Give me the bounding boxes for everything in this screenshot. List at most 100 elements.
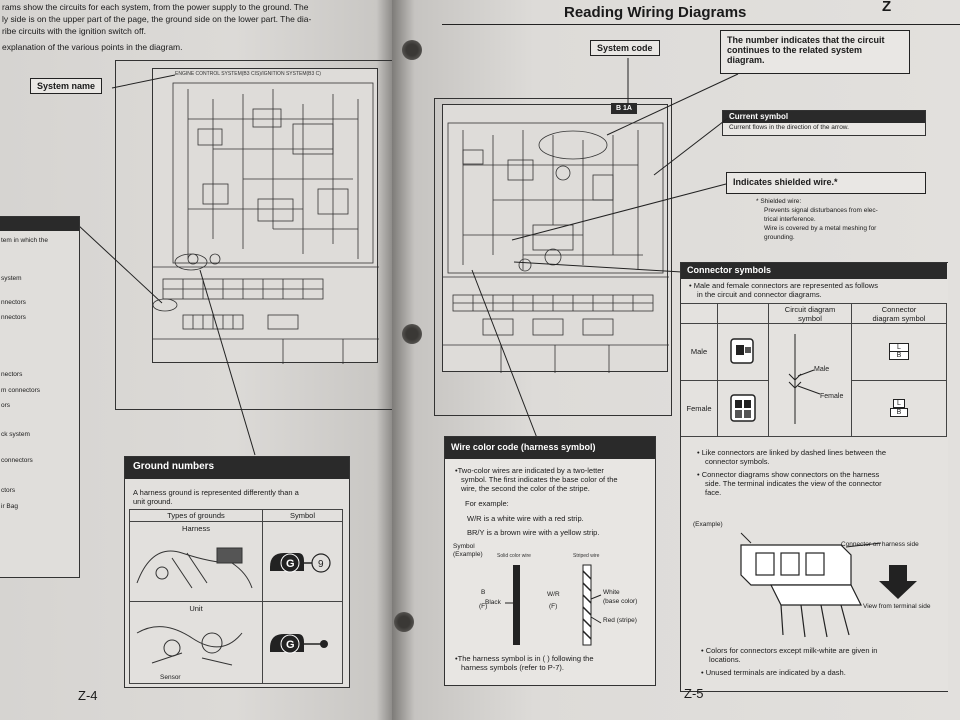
intro-line: explanation of the various points in the…: [2, 42, 183, 52]
example-label: (Example): [693, 521, 723, 528]
side-item: tem in which the: [1, 237, 48, 244]
side-panel-header: [0, 217, 79, 231]
binder-hole: [402, 40, 422, 60]
male-connector-icon: [730, 338, 754, 364]
binder-hole: [402, 324, 422, 344]
col-symbol: Symbol: [262, 509, 343, 522]
connector-bullet: connector symbols.: [705, 457, 770, 466]
col-circuit: Circuit diagram: [784, 304, 836, 314]
shielded-line: grounding.: [764, 234, 795, 241]
ground-number: 9: [318, 559, 324, 570]
system-code-value: B 1A: [611, 103, 637, 114]
col-connector: Connector: [881, 304, 917, 314]
side-item: ors: [1, 402, 11, 409]
wire-color-title: Wire color code (harness symbol): [445, 437, 655, 459]
red-label: Red (stripe): [603, 617, 637, 624]
female-connector-icon: [730, 394, 756, 422]
circuit-connector-symbol: Male Female: [788, 334, 843, 424]
symbol-label: Symbol: [453, 543, 475, 550]
wiring-diagram: ENGINE CONTROL SYSTEM(B3 CIS)/IGNITION S…: [152, 68, 379, 364]
diagram-frame: [434, 98, 672, 416]
connector-table: Circuit diagram symbol Connector diagram…: [681, 303, 947, 437]
side-item: m connectors: [1, 387, 41, 394]
ground-numbers-panel: Ground numbers A harness ground is repre…: [124, 456, 350, 688]
unit-ground-symbol: G: [269, 633, 328, 653]
continue-line: continues to the related system: [727, 45, 863, 55]
right-page: Reading Wiring Diagrams Z System code Th…: [392, 0, 960, 720]
white-label: White: [603, 589, 620, 596]
side-item: ck system: [1, 431, 30, 438]
callout-lines: [77, 74, 256, 456]
footer-bullet: locations.: [709, 655, 741, 664]
connector-bullet: side. The terminal indicates the view of…: [705, 479, 882, 488]
for-example: For example:: [465, 499, 509, 508]
view-terminal-label: View from terminal side: [863, 603, 931, 610]
connector-bullet: face.: [705, 488, 722, 497]
side-item: nectors: [1, 371, 23, 378]
side-item: ir Bag: [1, 503, 18, 510]
connector-diagram-male: L B: [889, 343, 909, 361]
intro-line: rams show the circuits for each system, …: [2, 2, 309, 12]
diagram-title: ENGINE CONTROL SYSTEM(B3 CIS)/IGNITION S…: [175, 71, 321, 77]
current-symbol-title: Current symbol: [723, 111, 925, 123]
harness-ground-symbol: G 9: [269, 552, 331, 573]
connector-bullet: • Connector diagrams show connectors on …: [697, 470, 880, 479]
example-2: BR/Y is a brown wire with a yellow strip…: [467, 528, 600, 537]
example-1: W/R is a white wire with a red strip.: [467, 514, 584, 523]
intro-line: ly side is on the upper part of the page…: [2, 14, 312, 24]
current-symbol-desc: Current flows in the direction of the ar…: [729, 124, 849, 131]
striped-code: W/R: [547, 591, 560, 598]
ground-letter: G: [286, 558, 295, 570]
current-symbol-panel: Current symbol Current flows in the dire…: [722, 110, 926, 136]
solid-code: (F): [479, 603, 488, 610]
diagram-frame: [115, 60, 392, 410]
system-code-label: System code: [590, 40, 660, 56]
continue-line: diagram.: [727, 55, 765, 65]
connector-bullet: • Male and female connectors are represe…: [689, 281, 878, 290]
header-corner: Z: [882, 0, 892, 15]
pin-top: L: [893, 399, 905, 409]
ground-desc: A harness ground is represented differen…: [133, 488, 299, 497]
ground-desc: unit ground.: [133, 497, 173, 506]
system-name-label: System name: [30, 78, 103, 94]
row-harness: Harness: [182, 524, 210, 533]
ground-table: Types of grounds Symbol Harness: [129, 509, 343, 684]
solid-code: B: [481, 589, 486, 596]
wire-line: •Two-color wires are indicated by a two-…: [455, 466, 604, 475]
row-male: Male: [681, 323, 718, 381]
striped-label: Striped wire: [573, 553, 600, 559]
side-item: nnectors: [1, 299, 26, 306]
shielded-line: Wire is covered by a metal meshing for: [764, 225, 877, 232]
col-circuit: symbol: [798, 313, 822, 323]
wire-footer: •The harness symbol is in ( ) following …: [455, 654, 594, 663]
page-header: Reading Wiring Diagrams Z: [442, 0, 960, 25]
striped-code: (F): [549, 603, 558, 610]
shielded-line: Prevents signal disturbances from elec-: [764, 207, 878, 214]
side-item: system: [1, 275, 22, 282]
side-item: connectors: [1, 457, 33, 464]
callout-lines: [471, 58, 739, 439]
footer-bullet: • Unused terminals are indicated by a da…: [701, 668, 846, 677]
sensor-label: Sensor: [160, 674, 181, 681]
side-item: ctors: [1, 487, 16, 494]
wire-line: wire, the second the color of the stripe…: [461, 484, 590, 493]
pin-bottom: B: [890, 408, 908, 418]
continue-line: The number indicates that the circuit: [727, 35, 885, 45]
shielded-title: Indicates shielded wire.*: [726, 172, 926, 194]
pin-bottom: B: [896, 352, 902, 360]
side-item: nnectors: [1, 314, 26, 321]
col-types: Types of grounds: [129, 509, 263, 522]
male-label: Male: [814, 366, 829, 373]
shielded-line: trical interference.: [764, 216, 816, 223]
row-female: Female: [681, 379, 718, 437]
connector-title: Connector symbols: [681, 263, 947, 279]
circuit-schematic: [443, 122, 669, 373]
continue-box: The number indicates that the circuit co…: [720, 30, 910, 74]
page-number: Z-4: [78, 688, 98, 703]
binder-hole: [394, 612, 414, 632]
connector-bullet: • Like connectors are linked by dashed l…: [697, 448, 886, 457]
wiring-diagram: B 1A: [442, 103, 669, 373]
connector-symbols-panel: Connector symbols • Male and female conn…: [680, 262, 948, 692]
shielded-line: * Shielded wire:: [756, 198, 802, 205]
wire-line: symbol. The first indicates the base col…: [461, 475, 618, 484]
